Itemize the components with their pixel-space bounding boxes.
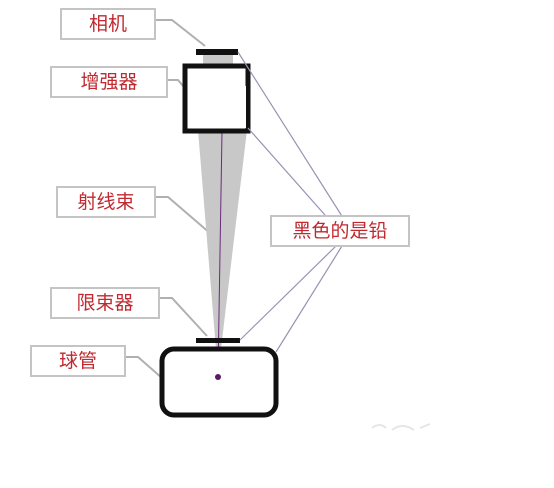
tube-label: 球管	[30, 345, 126, 377]
camera-lead-plate	[196, 49, 238, 55]
intensifier-inner-cone	[196, 86, 246, 128]
collimator-leader-line	[160, 297, 208, 337]
lead-note-label: 黑色的是铅	[270, 215, 410, 247]
watermark-marks	[371, 423, 431, 431]
beam-leader-line	[155, 196, 219, 241]
xray-beam	[198, 130, 247, 374]
collimator-label: 限束器	[50, 287, 160, 319]
lead-pointer-lines	[237, 51, 353, 353]
lead-pointer-collimator	[239, 245, 337, 341]
tube-housing	[159, 346, 279, 418]
camera-leader-line	[155, 19, 206, 47]
lead-pointer-intensifier	[247, 127, 341, 233]
collimator-plate	[196, 338, 240, 343]
beam-center-line	[217, 131, 223, 375]
intensifier-label: 增强器	[50, 66, 168, 98]
focal-spot	[215, 374, 221, 380]
beam-label: 射线束	[56, 186, 156, 218]
camera-label: 相机	[60, 8, 156, 40]
lead-pointer-tube	[275, 245, 343, 353]
lead-pointer-camera	[237, 51, 353, 233]
